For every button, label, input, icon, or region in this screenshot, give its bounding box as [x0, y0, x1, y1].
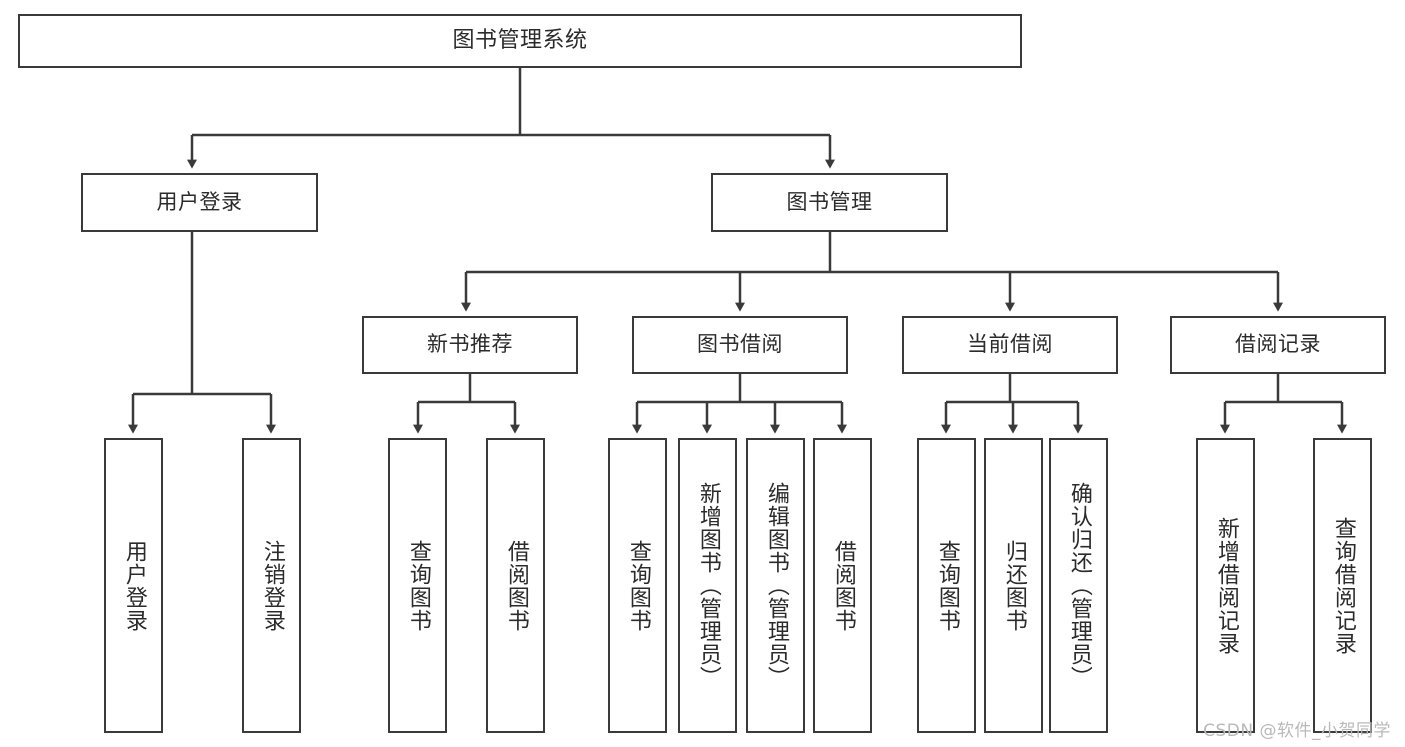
node-label: 新增借阅记录 [1213, 516, 1239, 655]
leaf-content: 查询借阅记录 [1315, 440, 1370, 731]
node-label: 查询借阅记录 [1330, 516, 1356, 655]
node-book-borrow[interactable]: 图书借阅 [632, 316, 848, 374]
leaf-current-query-book[interactable]: 查询图书 [917, 438, 976, 733]
node-borrow-record[interactable]: 借阅记录 [1170, 316, 1386, 374]
node-current-borrow[interactable]: 当前借阅 [902, 316, 1118, 374]
node-label: 查询图书 [405, 539, 431, 632]
node-label: 图书借阅 [697, 332, 783, 357]
leaf-record-query-record[interactable]: 查询借阅记录 [1313, 438, 1372, 733]
node-new-book-recommend[interactable]: 新书推荐 [362, 316, 578, 374]
leaf-borrow-borrow-book[interactable]: 借阅图书 [813, 438, 872, 733]
leaf-record-add-record[interactable]: 新增借阅记录 [1196, 438, 1255, 733]
node-label: 当前借阅 [967, 332, 1053, 357]
node-label: 借阅图书 [830, 539, 856, 632]
node-label: 编辑图书（管理员） [763, 482, 789, 689]
node-label: 确认归还（管理员） [1066, 482, 1092, 689]
leaf-content: 借阅图书 [815, 440, 870, 731]
node-label: 用户登录 [121, 539, 147, 632]
leaf-content: 确认归还（管理员） [1051, 440, 1106, 731]
leaf-content: 查询图书 [610, 440, 665, 731]
leaf-recommend-borrow-book[interactable]: 借阅图书 [486, 438, 545, 733]
leaf-content: 新增图书（管理员） [680, 440, 735, 731]
leaf-content: 查询图书 [390, 440, 445, 731]
node-label: 用户登录 [156, 189, 243, 214]
leaf-user-login[interactable]: 用户登录 [104, 438, 163, 733]
node-label: 新书推荐 [427, 332, 513, 357]
leaf-content: 借阅图书 [488, 440, 543, 731]
leaf-borrow-edit-book-admin[interactable]: 编辑图书（管理员） [746, 438, 805, 733]
node-label: 查询图书 [934, 539, 960, 632]
node-label: 借阅图书 [503, 539, 529, 632]
node-root-system[interactable]: 图书管理系统 [18, 14, 1022, 68]
leaf-content: 查询图书 [919, 440, 974, 731]
node-user-login[interactable]: 用户登录 [81, 173, 318, 232]
leaf-borrow-add-book-admin[interactable]: 新增图书（管理员） [678, 438, 737, 733]
node-label: 新增图书（管理员） [695, 482, 721, 689]
leaf-recommend-query-book[interactable]: 查询图书 [388, 438, 447, 733]
leaf-current-confirm-return-admin[interactable]: 确认归还（管理员） [1049, 438, 1108, 733]
node-label: 归还图书 [1001, 539, 1027, 632]
leaf-content: 注销登录 [244, 440, 299, 731]
csdn-watermark: CSDN @软件_小贺同学 [1203, 721, 1391, 741]
node-label: 借阅记录 [1235, 332, 1321, 357]
node-label: 图书管理系统 [452, 27, 588, 53]
leaf-borrow-query-book[interactable]: 查询图书 [608, 438, 667, 733]
leaf-current-return-book[interactable]: 归还图书 [984, 438, 1043, 733]
node-label: 注销登录 [259, 539, 285, 632]
leaf-content: 归还图书 [986, 440, 1041, 731]
node-label: 图书管理 [786, 189, 873, 214]
leaf-user-logout[interactable]: 注销登录 [242, 438, 301, 733]
leaf-content: 新增借阅记录 [1198, 440, 1253, 731]
leaf-content: 用户登录 [106, 440, 161, 731]
leaf-content: 编辑图书（管理员） [748, 440, 803, 731]
node-book-management[interactable]: 图书管理 [711, 173, 948, 232]
node-label: 查询图书 [625, 539, 651, 632]
